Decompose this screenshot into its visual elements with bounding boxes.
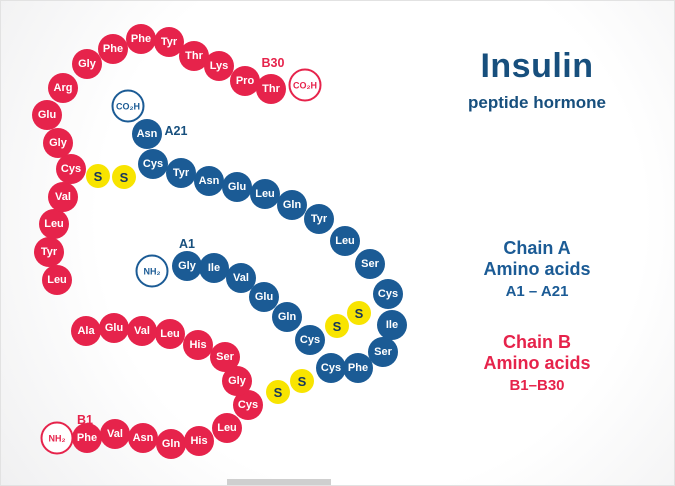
terminal-amine-chain-a: NH₂: [135, 254, 169, 288]
residue-A19-tyr: Tyr: [166, 158, 196, 188]
terminal-carboxyl-chain-b: CO₂H: [288, 68, 322, 102]
position-label-a21: A21: [164, 124, 188, 138]
residue-A20-cys: Cys: [138, 149, 168, 179]
chain-b-range: B1–B30: [509, 377, 565, 394]
residue-B6-leu: Leu: [212, 413, 242, 443]
residue-A5-gln: Gln: [272, 302, 302, 332]
residue-B4-gln: Gln: [156, 429, 186, 459]
page-title: Insulin: [480, 47, 594, 85]
residue-B9-ser: Ser: [210, 342, 240, 372]
residue-B15-leu: Leu: [42, 265, 72, 295]
residue-B30-thr: Thr: [256, 74, 286, 104]
residue-B14-ala: Ala: [71, 316, 101, 346]
residue-B7-cys: Cys: [233, 390, 263, 420]
residue-A9-ser: Ser: [368, 337, 398, 367]
residue-B23-gly: Gly: [72, 49, 102, 79]
residue-A21-asn: Asn: [132, 119, 162, 149]
residue-B18-val: Val: [48, 182, 78, 212]
residue-B17-leu: Leu: [39, 209, 69, 239]
info-panel: Insulin peptide hormone Chain A Amino ac…: [431, 1, 643, 485]
residue-B28-lys: Lys: [204, 51, 234, 81]
residue-B10-his: His: [183, 330, 213, 360]
bottom-strip: [227, 479, 331, 485]
residue-B3-asn: Asn: [128, 423, 158, 453]
residue-B13-glu: Glu: [99, 313, 129, 343]
residue-A8-phe: Phe: [343, 353, 373, 383]
chain-b-legend: Chain B Amino acids B1–B30: [431, 332, 643, 397]
residue-A2-ile: Ile: [199, 253, 229, 283]
chain-a-description: Amino acids: [483, 259, 591, 279]
residue-A12-ser: Ser: [355, 249, 385, 279]
disulfide-sulfur-icon: S: [266, 380, 290, 404]
residue-A10-ile: Ile: [377, 310, 407, 340]
disulfide-sulfur-icon: S: [112, 165, 136, 189]
residue-B22-arg: Arg: [48, 73, 78, 103]
residue-B21-glu: Glu: [32, 100, 62, 130]
residue-B2-val: Val: [100, 419, 130, 449]
residue-B24-phe: Phe: [98, 34, 128, 64]
chain-a-name: Chain A: [503, 238, 571, 258]
residue-B11-leu: Leu: [155, 319, 185, 349]
residue-B12-val: Val: [127, 316, 157, 346]
terminal-amine-chain-b: NH₂: [40, 421, 74, 455]
residue-B5-his: His: [184, 426, 214, 456]
residue-A11-cys: Cys: [373, 279, 403, 309]
disulfide-sulfur-icon: S: [325, 314, 349, 338]
chain-a-legend: Chain A Amino acids A1 – A21: [431, 238, 643, 303]
residue-A16-leu: Leu: [250, 179, 280, 209]
residue-A15-gln: Gln: [277, 190, 307, 220]
chain-a-range: A1 – A21: [505, 283, 569, 300]
residue-A14-tyr: Tyr: [304, 204, 334, 234]
residue-B20-gly: Gly: [43, 128, 73, 158]
disulfide-sulfur-icon: S: [290, 369, 314, 393]
residue-A18-asn: Asn: [194, 166, 224, 196]
position-label-a1: A1: [179, 237, 195, 251]
residue-B19-cys: Cys: [56, 154, 86, 184]
residue-A17-glu: Glu: [222, 172, 252, 202]
position-label-b30: B30: [261, 56, 285, 70]
position-label-b1: B1: [77, 413, 93, 427]
disulfide-sulfur-icon: S: [347, 301, 371, 325]
chain-b-name: Chain B: [502, 332, 571, 352]
chain-b-description: Amino acids: [483, 353, 591, 373]
residue-A13-leu: Leu: [330, 226, 360, 256]
residue-B1-phe: Phe: [72, 423, 102, 453]
residue-A7-cys: Cys: [316, 353, 346, 383]
residue-B29-pro: Pro: [230, 66, 260, 96]
residue-B16-tyr: Tyr: [34, 237, 64, 267]
residue-B25-phe: Phe: [126, 24, 156, 54]
page-subtitle: peptide hormone: [468, 93, 606, 112]
disulfide-sulfur-icon: S: [86, 164, 110, 188]
terminal-carboxyl-chain-a: CO₂H: [111, 89, 145, 123]
residue-A6-cys: Cys: [295, 325, 325, 355]
residue-A1-gly: Gly: [172, 251, 202, 281]
